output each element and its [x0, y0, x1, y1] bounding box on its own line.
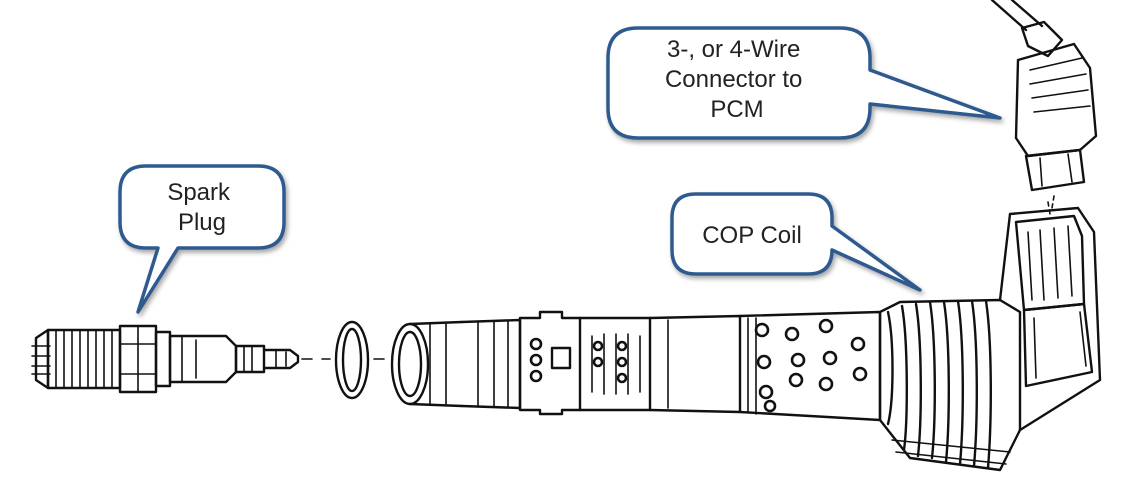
callout-connector: [606, 26, 1002, 140]
callout-spark-plug-line-1: Spark: [167, 179, 231, 206]
callout-cop-coil-bubble: [670, 192, 922, 292]
svg-text:3-, or 4-Wire Connector to: 3-, or 4-Wire Connector to PCM: [665, 36, 809, 123]
cop-coil-drawing: [390, 195, 1102, 472]
callout-spark-plug: [118, 164, 286, 314]
wire-connector-drawing: [990, 0, 1098, 192]
o-ring-drawing: [334, 320, 370, 400]
svg-text:Spark Plug: Spark Plug: [167, 179, 236, 236]
callout-connector-line-1: 3-, or 4-Wire: [667, 36, 800, 63]
callout-connector-line-2: Connector to: [665, 66, 802, 93]
spark-plug-drawing: [31, 324, 300, 394]
callout-connector-bubble: [606, 26, 1002, 140]
callout-connector-line-3: PCM: [710, 96, 763, 123]
callout-spark-plug-line-2: Plug: [178, 209, 226, 236]
callout-cop-coil: [670, 192, 922, 292]
callout-spark-plug-bubble: [118, 164, 286, 314]
svg-text:COP Coil: COP Coil: [702, 222, 802, 249]
callout-cop-coil-line-1: COP Coil: [702, 222, 802, 249]
